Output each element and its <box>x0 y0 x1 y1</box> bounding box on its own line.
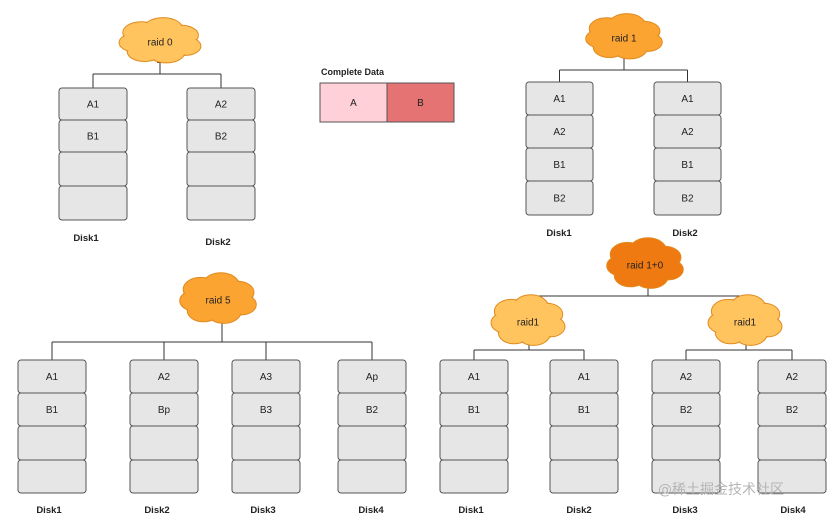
data-block-label: B <box>417 98 424 109</box>
block-label: A1 <box>681 94 694 105</box>
disk-label: Disk4 <box>780 505 806 516</box>
block-label: Ap <box>366 372 379 383</box>
block-label: Bp <box>158 405 171 416</box>
block-label: B2 <box>680 405 693 416</box>
complete-data-title: Complete Data <box>321 67 385 77</box>
disk-block <box>337 459 407 494</box>
block-label: A2 <box>553 127 566 138</box>
disk-label: Disk1 <box>36 505 62 516</box>
disk-label: Disk3 <box>250 505 275 516</box>
data-block-label: A <box>350 98 357 109</box>
disk-block <box>186 151 256 187</box>
block-label: A1 <box>46 372 59 383</box>
raid10-cloud: raid 1+0 <box>606 237 684 289</box>
disk-label: Disk1 <box>458 505 484 516</box>
cloud-label: raid 0 <box>147 38 172 49</box>
block-label: A1 <box>468 372 481 383</box>
cloud-label: raid 1 <box>611 34 636 45</box>
disk-block <box>58 185 128 221</box>
data-block <box>319 82 388 123</box>
disk-block <box>186 185 256 221</box>
raid1-cloud: raid 1 <box>585 13 663 60</box>
block-label: B2 <box>366 405 379 416</box>
cloud-label: raid1 <box>517 318 540 329</box>
disk-block <box>439 425 509 461</box>
block-label: A1 <box>87 100 100 111</box>
disk-block <box>129 425 199 461</box>
disk-block <box>651 425 721 461</box>
block-label: B1 <box>681 160 694 171</box>
disk-block <box>337 425 407 461</box>
raid0-cloud: raid 0 <box>118 17 202 64</box>
block-label: B1 <box>87 132 100 143</box>
raid5-cloud: raid 5 <box>179 272 257 324</box>
block-label: B2 <box>215 132 228 143</box>
disk-label: Disk1 <box>546 228 572 239</box>
block-label: A2 <box>681 127 694 138</box>
watermark: @稀土掘金技术社区 <box>658 482 784 498</box>
block-label: A2 <box>680 372 693 383</box>
raid1-sub-cloud: raid1 <box>490 294 566 346</box>
disk-block <box>17 425 87 461</box>
disk-block <box>439 459 509 494</box>
block-label: B1 <box>46 405 59 416</box>
disk-block <box>525 180 594 216</box>
disk-label: Disk2 <box>205 237 230 248</box>
disk-label: Disk2 <box>144 505 169 516</box>
disk-label: Disk1 <box>73 233 99 244</box>
block-label: A1 <box>578 372 591 383</box>
disk-block <box>231 425 301 461</box>
block-label: A3 <box>260 372 273 383</box>
disk-label: Disk2 <box>566 505 591 516</box>
block-label: B1 <box>468 405 481 416</box>
disk-block <box>17 459 87 494</box>
block-label: B2 <box>553 194 566 205</box>
disk-block <box>549 459 619 494</box>
raid1-sub-cloud: raid1 <box>707 294 783 346</box>
block-label: A2 <box>215 100 228 111</box>
block-label: A2 <box>786 372 799 383</box>
block-label: B2 <box>786 405 799 416</box>
disk-block <box>651 459 721 494</box>
block-label: B1 <box>553 160 566 171</box>
disk-block <box>757 425 827 461</box>
block-label: B3 <box>260 405 273 416</box>
block-label: B2 <box>681 194 694 205</box>
disk-block <box>58 151 128 187</box>
cloud-label: raid 1+0 <box>627 261 664 272</box>
block-label: A1 <box>553 94 566 105</box>
cloud-label: raid 5 <box>205 296 230 307</box>
data-block <box>386 82 455 123</box>
block-label: A2 <box>158 372 171 383</box>
disk-label: Disk4 <box>358 505 384 516</box>
disk-label: Disk2 <box>672 228 697 239</box>
disk-block <box>757 459 827 494</box>
disk-block <box>231 459 301 494</box>
block-label: B1 <box>578 405 591 416</box>
disk-label: Disk3 <box>672 505 697 516</box>
disk-block <box>653 180 722 216</box>
disk-block <box>549 425 619 461</box>
disk-block <box>129 459 199 494</box>
cloud-label: raid1 <box>734 318 757 329</box>
